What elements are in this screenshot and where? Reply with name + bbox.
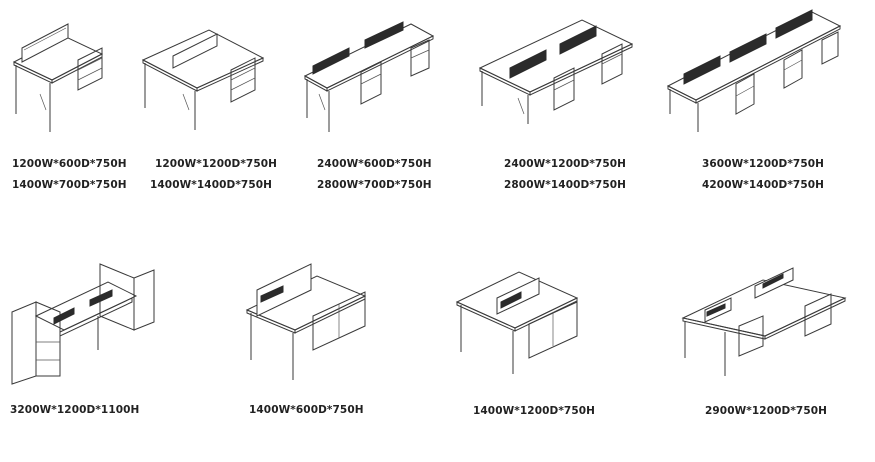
size-label: 3600W*1200D*750H	[702, 158, 825, 170]
size-label: 3200W*1200D*1100H	[10, 404, 140, 416]
desk-drawing-single-storage	[243, 254, 383, 384]
desk-drawing-linear-2400	[299, 10, 439, 135]
size-label: 1200W*1200D*750H	[155, 158, 278, 170]
size-label: 1400W*600D*750H	[249, 404, 364, 416]
desk-drawing-cluster-6	[664, 4, 844, 134]
size-label: 2800W*700D*750H	[317, 179, 432, 191]
desk-drawing-cluster-4	[476, 14, 636, 129]
size-label: 4200W*1400D*750H	[702, 179, 825, 191]
size-label: 2400W*1200D*750H	[504, 158, 627, 170]
desk-drawing-dual-cluster	[679, 262, 849, 382]
desk-item-8: 1400W*1200D*750H	[445, 250, 605, 460]
desk-item-9: 2900W*1200D*750H	[675, 250, 865, 460]
desk-item-2: 1200W*1200D*750H 1400W*1400D*750H	[135, 0, 295, 200]
size-label: 2400W*600D*750H	[317, 158, 432, 170]
size-label: 2900W*1200D*750H	[705, 405, 828, 417]
desk-item-4: 2400W*1200D*750H 2800W*1400D*750H	[470, 0, 645, 200]
desk-drawing-double-storage	[453, 264, 593, 379]
size-label: 2800W*1400D*750H	[504, 179, 627, 191]
desk-item-3: 2400W*600D*750H 2800W*700D*750H	[295, 0, 455, 200]
size-label: 1400W*1400D*750H	[150, 179, 273, 191]
size-label: 1400W*700D*750H	[12, 179, 127, 191]
desk-drawing-single-600	[4, 14, 114, 134]
desk-drawing-double-1200	[139, 14, 269, 134]
desk-item-7: 1400W*600D*750H	[235, 250, 385, 460]
desk-item-5: 3600W*1200D*750H 4200W*1400D*750H	[660, 0, 850, 200]
size-label: 1200W*600D*750H	[12, 158, 127, 170]
desk-drawing-cabinet-1100	[8, 256, 168, 386]
desk-item-6: 3200W*1200D*1100H	[0, 250, 180, 460]
desk-item-1: 1200W*600D*750H 1400W*700D*750H	[0, 0, 140, 200]
size-label: 1400W*1200D*750H	[473, 405, 596, 417]
